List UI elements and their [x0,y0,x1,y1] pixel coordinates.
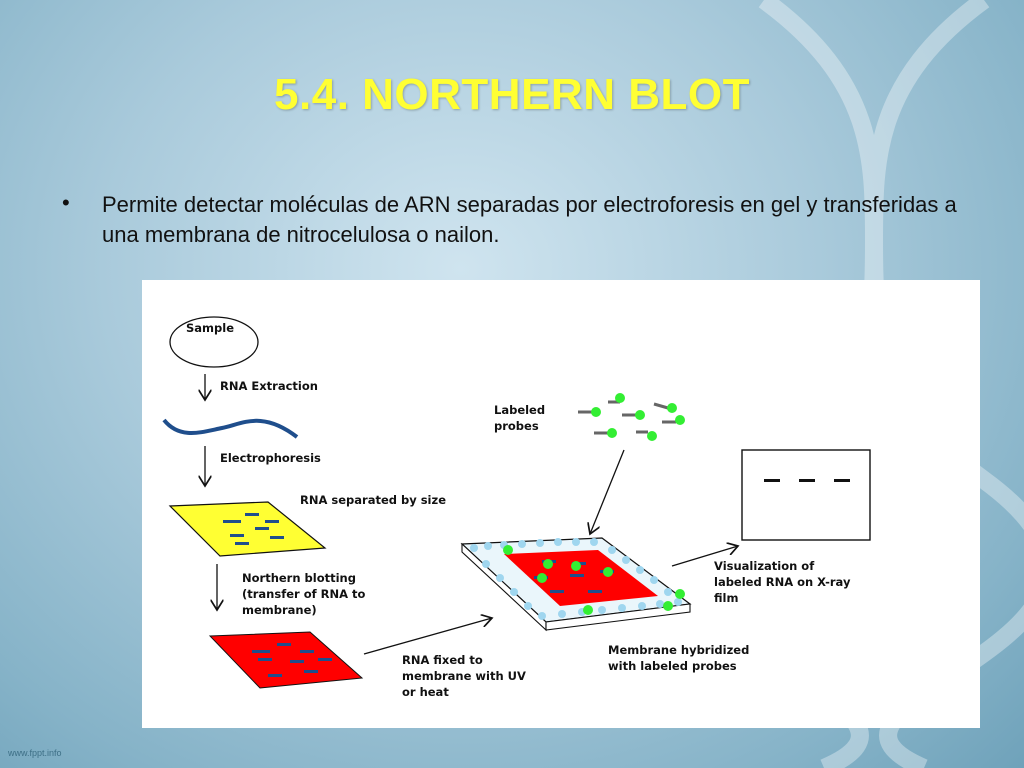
rna-strand [162,418,299,439]
label-blotting-1: Northern blotting [242,571,356,585]
label-visual-3: film [714,591,738,605]
gel-slab [168,501,327,557]
slide-title: 5.4. NORTHERN BLOT [274,70,750,119]
arrow-hybrid-to-film [671,546,738,567]
bullet-symbol: • [62,190,70,215]
label-probes-1: Labeled [494,403,545,417]
label-blotting-2: (transfer of RNA to [242,587,365,601]
arrow-probes-to-membrane [590,449,625,534]
label-visual-2: labeled RNA on X-ray [714,575,851,589]
arrow-fixed-to-hybrid [363,618,492,655]
label-hybrid-2: with labeled probes [608,659,737,673]
footer-watermark: www.fppt.info [8,748,62,758]
label-rna-extraction: RNA Extraction [220,379,318,393]
gel-bands [223,513,284,545]
label-sample: Sample [186,321,234,335]
sample-ellipse [169,316,259,368]
xray-film [741,449,871,541]
label-visual-1: Visualization of [714,559,815,573]
label-fixed-1: RNA fixed to [402,653,483,667]
label-electrophoresis: Electrophoresis [220,451,321,465]
label-hybrid-1: Membrane hybridized [608,643,749,657]
membrane [208,631,364,689]
label-blotting-3: membrane) [242,603,317,617]
film-bands [764,479,850,482]
label-fixed-3: or heat [402,685,449,699]
bullet-item: • Permite detectar moléculas de ARN sepa… [62,190,982,250]
bullet-text: Permite detectar moléculas de ARN separa… [102,192,957,247]
label-fixed-2: membrane with UV [402,669,526,683]
label-separated: RNA separated by size [300,493,446,507]
membrane-bands [252,643,332,677]
northern-blot-diagram: Sample RNA Extraction Electrophoresis RN… [142,280,980,728]
hybridized-probes [503,545,685,615]
probes-cluster [578,393,685,441]
hybridized-membrane [504,550,658,606]
label-probes-2: probes [494,419,539,433]
